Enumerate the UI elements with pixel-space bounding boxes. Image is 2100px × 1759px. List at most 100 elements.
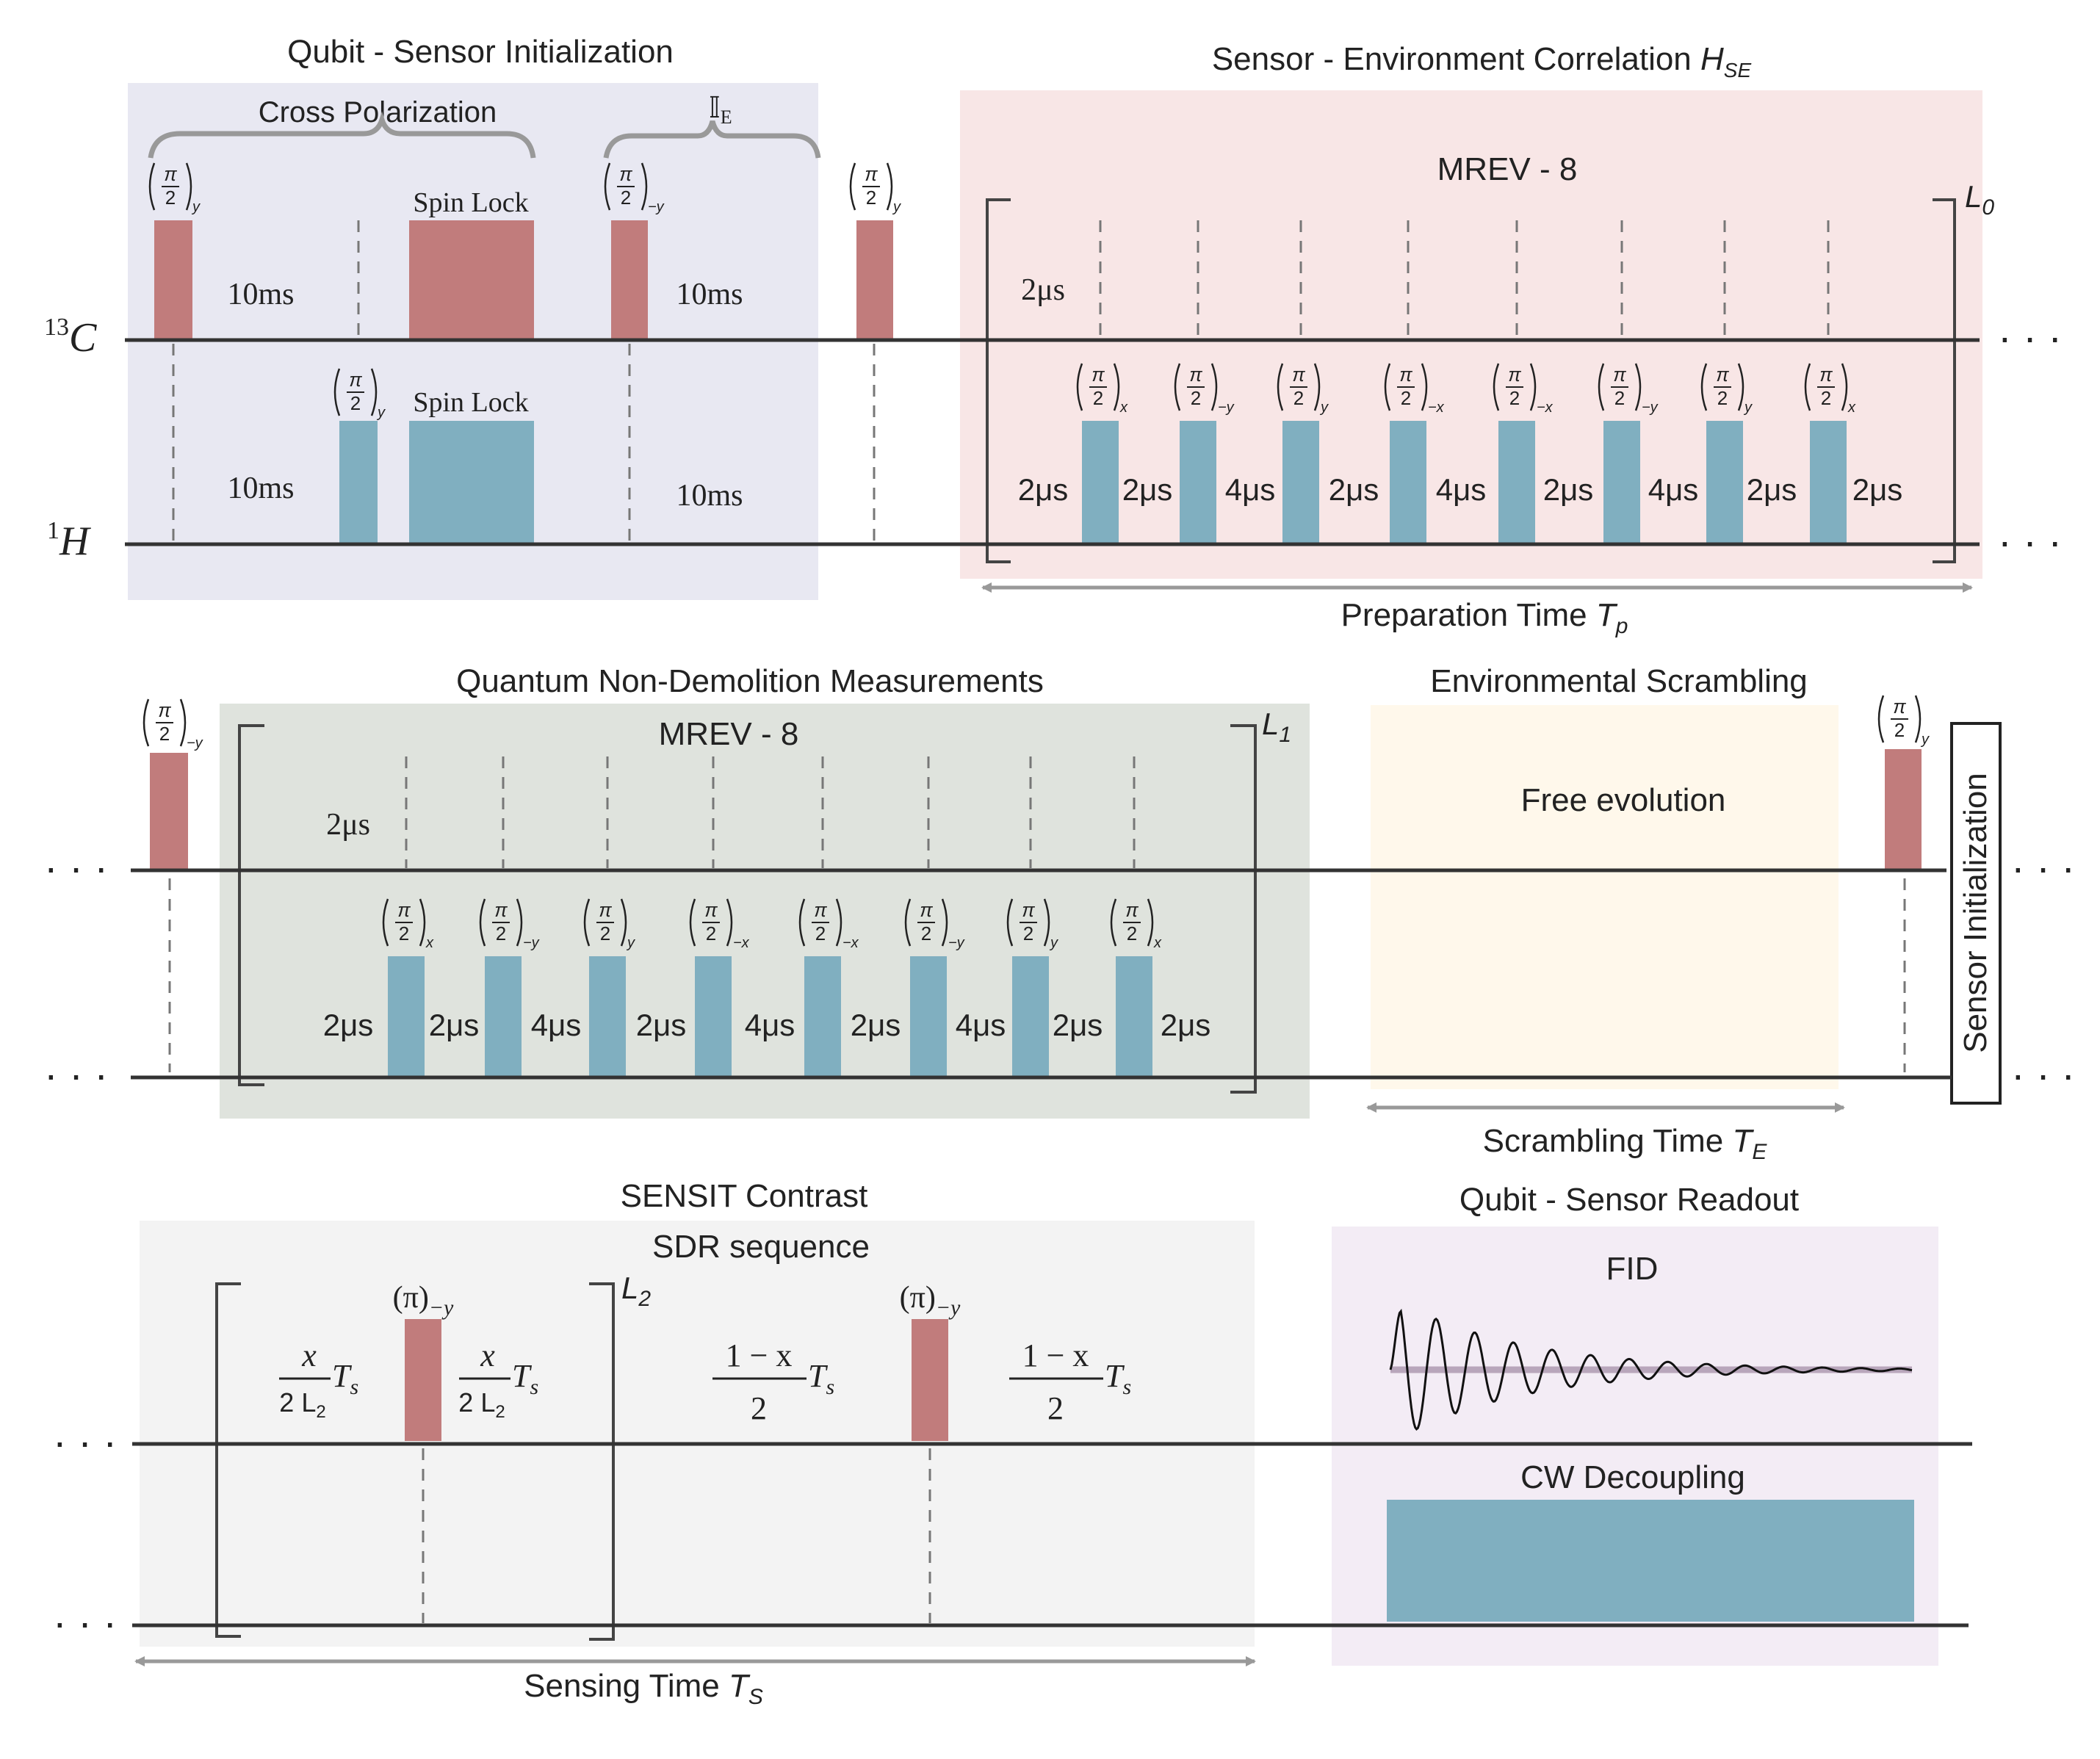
pi-denominator: 2 [1023,922,1033,944]
pulse-phase: −y [648,199,665,215]
sensor-initialization-label: Sensor Initialization [1958,773,1993,1053]
mrev-gap-label: 2μs [851,1008,901,1042]
loop-label-3: L2 [621,1271,651,1311]
time-fraction-4: 1 − x 2 Ts [1009,1337,1131,1426]
fid-signal-curve [1389,1308,1913,1431]
c13-pi-pulse-2 [912,1319,948,1441]
paren-left [1277,363,1284,411]
paren-left [382,898,389,947]
paren-left [849,162,856,211]
fid-label: FID [1606,1251,1659,1287]
h1-mrev-pulse [1180,421,1216,543]
frac-ts: Ts [1105,1358,1131,1399]
frac-numerator: x [301,1337,317,1373]
identity-label: 𝕀E [709,91,732,128]
paren-right [641,162,648,211]
time-fraction-1: x 2 L2 Ts [279,1337,358,1422]
paren-right [941,898,948,947]
panel-sensit-background [140,1221,1255,1647]
h1-mrev-pulse [589,956,626,1078]
loop-label-2: L1 [1262,707,1291,747]
c13-pulse-pi2-y-2 [856,220,893,339]
mrev-gap-label: 2μs [1852,472,1903,507]
mrev-gap-label: 4μs [956,1008,1006,1042]
paren-right [1210,363,1218,411]
panel-sensit-subtitle: SDR sequence [652,1229,870,1265]
pulse-phase: y [1319,400,1329,416]
time-h2-label: 10ms [676,479,743,513]
pulse-phase: −y [948,935,965,951]
paren-left [904,898,912,947]
ellipsis-bottom-c: · · · [53,1418,117,1464]
pi-numerator: π [1125,899,1139,921]
h1-mrev-pulse [388,956,425,1078]
pi-numerator: π [704,899,718,921]
panel-sensit-title: SENSIT Contrast [621,1178,868,1214]
mrev-gap-label: 2μs [323,1008,374,1042]
pulse-phase: −y [523,935,540,951]
paren-right [1529,363,1537,411]
pulse-phase: −x [733,935,750,951]
cw-decoupling-label: CW Decoupling [1520,1459,1745,1495]
pi-denominator: 2 [1093,387,1103,409]
panel-qubit-sensor-initialization: Qubit - Sensor Initialization Cross Pola… [44,34,901,600]
spin-lock-c-label: Spin Lock [413,187,528,218]
paren-left [479,898,486,947]
pulse-phase: −x [1428,400,1445,416]
paren-left [1076,363,1083,411]
pi-denominator: 2 [815,922,826,944]
pi-denominator: 2 [1821,387,1831,409]
c13-spin-lock-pulse [409,220,534,339]
pi-denominator: 2 [165,187,176,209]
pulse-phase: −y [1642,400,1659,416]
frac-ts: Ts [332,1358,358,1399]
ellipsis-mid-c-left: · · · [44,844,108,890]
paren-left [1700,363,1708,411]
pulse-label: π2−y [904,898,965,951]
frac-denominator: 2 L2 [279,1387,325,1422]
pi-denominator: 2 [1191,387,1201,409]
frac-numerator: x [480,1337,495,1373]
paren-left [1598,363,1605,411]
frac-ts: Ts [512,1358,538,1399]
pi-numerator: π [158,699,171,721]
sensor-initialization-box [1950,722,2002,1105]
time-h1-label: 10ms [227,472,294,505]
pi-numerator: π [814,899,827,921]
mrev-label: MREV - 8 [1437,151,1578,187]
pi-denominator: 2 [1614,387,1625,409]
pi-numerator: π [349,369,362,391]
time-fraction-3: 1 − x 2 Ts [712,1337,834,1426]
pulse-phase: −x [842,935,859,951]
ellipsis-mid-h-left: · · · [44,1051,108,1097]
h1-pulse-pi2-y [339,421,378,543]
panel-corr-title: Sensor - Environment Correlation HSE [1212,41,1752,82]
pulse-phase: −y [1218,400,1235,416]
pi-numerator: π [397,899,411,921]
c13-axis-label: 13C [44,314,97,361]
c13-pulse-pi2-y-mid [1885,749,1922,871]
h1-mrev-pulse [1012,956,1049,1078]
mrev-gap-label: 4μs [1225,472,1276,507]
pi-numerator: π [1716,364,1729,386]
pi-numerator: π [1508,364,1521,386]
paren-right [1113,363,1120,411]
ellipsis-mid-c-right: · · · [2011,844,2075,890]
pi-denominator: 2 [1894,719,1905,741]
spin-lock-h-label: Spin Lock [413,387,528,418]
pulse-label: π2−x [689,898,750,951]
mrev-gap-label: 4μs [1436,472,1487,507]
pi-numerator: π [494,899,508,921]
paren-left [142,698,150,747]
panel-qubit-sensor-readout: Qubit - Sensor Readout FID CW Decoupling [1332,1182,1938,1666]
pi-denominator: 2 [600,922,610,944]
pulse-label: π2−x [1493,363,1554,416]
pi-denominator: 2 [621,187,631,209]
panel-init-title: Qubit - Sensor Initialization [287,34,674,70]
